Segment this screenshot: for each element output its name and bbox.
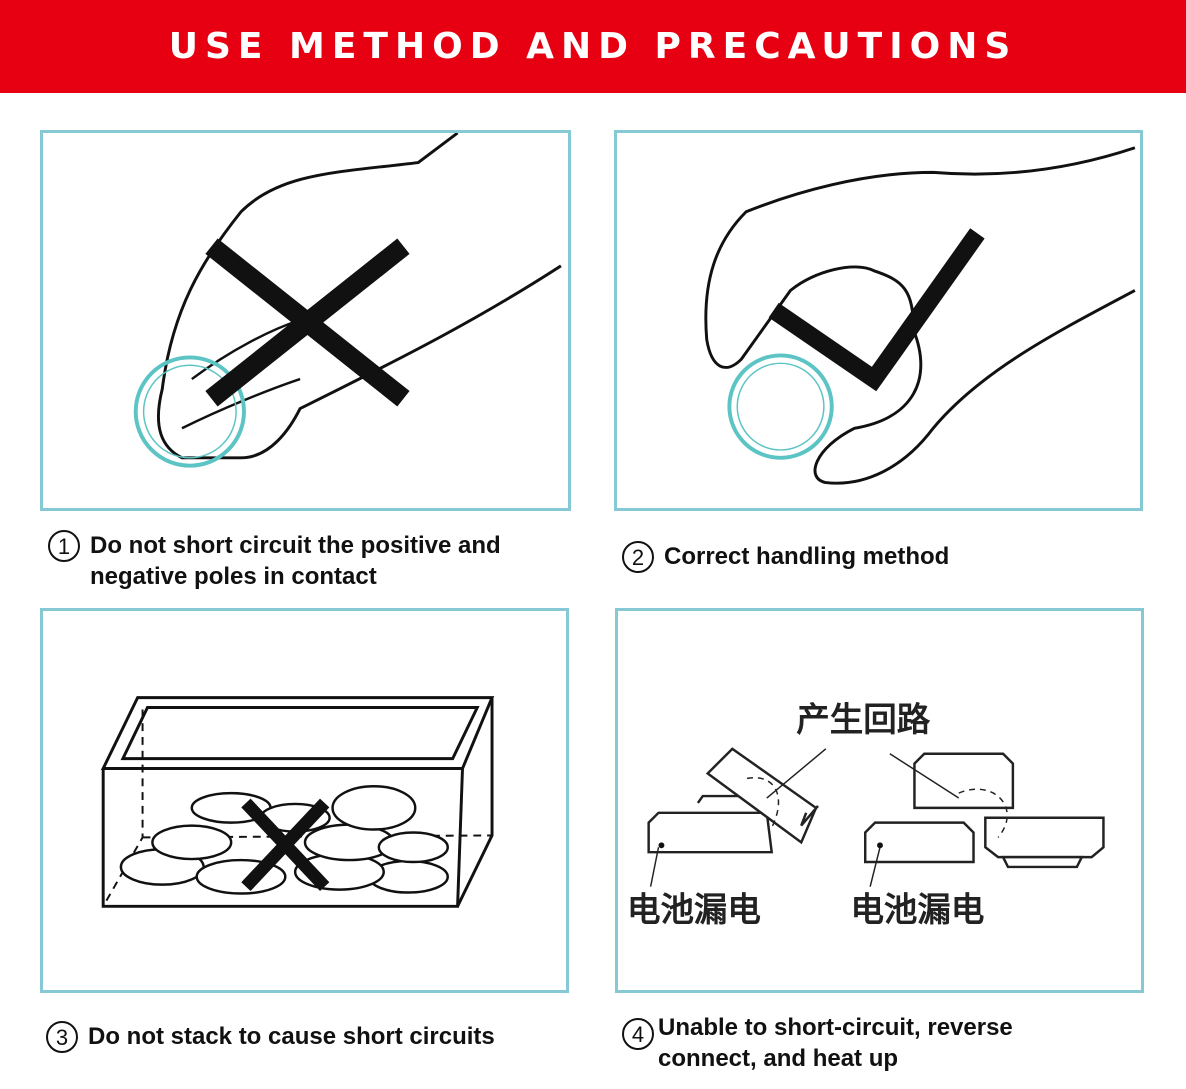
caption-text: Do not short circuit the positive and ne…: [90, 532, 501, 590]
page-title: USE METHOD AND PRECAUTIONS: [168, 26, 1018, 67]
panel-battery-leakage: 产生回路 电池漏电 电池漏电: [615, 608, 1144, 993]
header-banner: USE METHOD AND PRECAUTIONS: [0, 0, 1186, 93]
coin-box-illustration: [100, 696, 495, 908]
check-icon: [768, 228, 985, 392]
caption-text: Do not stack to cause short circuits: [88, 1023, 495, 1050]
battery-contact-diagram: 产生回路 电池漏电 电池漏电: [627, 700, 1105, 929]
cross-icon: [205, 238, 410, 407]
cross-icon: [241, 798, 330, 892]
panel-correct-grip: [614, 130, 1143, 511]
circuit-label: 产生回路: [796, 700, 930, 739]
caption-4: 4 Unable to short-circuit, reverse conne…: [622, 1012, 1102, 1074]
leakage-label-right: 电池漏电: [850, 890, 984, 929]
circled-number: 4: [622, 1018, 654, 1050]
panel-wrong-grip: [40, 130, 571, 511]
caption-text: Correct handling method: [664, 543, 950, 570]
leakage-label-left: 电池漏电: [627, 890, 761, 929]
caption-2: 2 Correct handling method: [622, 541, 1122, 573]
hand-pinch-correct-illustration: [704, 146, 1136, 485]
circled-number: 1: [48, 530, 80, 562]
hand-pinch-wrong-illustration: [133, 133, 562, 468]
caption-text: Unable to short-circuit, reverse connect…: [658, 1014, 1013, 1072]
panel-stacked-coins: [40, 608, 569, 993]
caption-1: 1 Do not short circuit the positive and …: [48, 530, 568, 592]
circled-number: 2: [622, 541, 654, 573]
caption-3: 3 Do not stack to cause short circuits: [46, 1021, 566, 1053]
circled-number: 3: [46, 1021, 78, 1053]
